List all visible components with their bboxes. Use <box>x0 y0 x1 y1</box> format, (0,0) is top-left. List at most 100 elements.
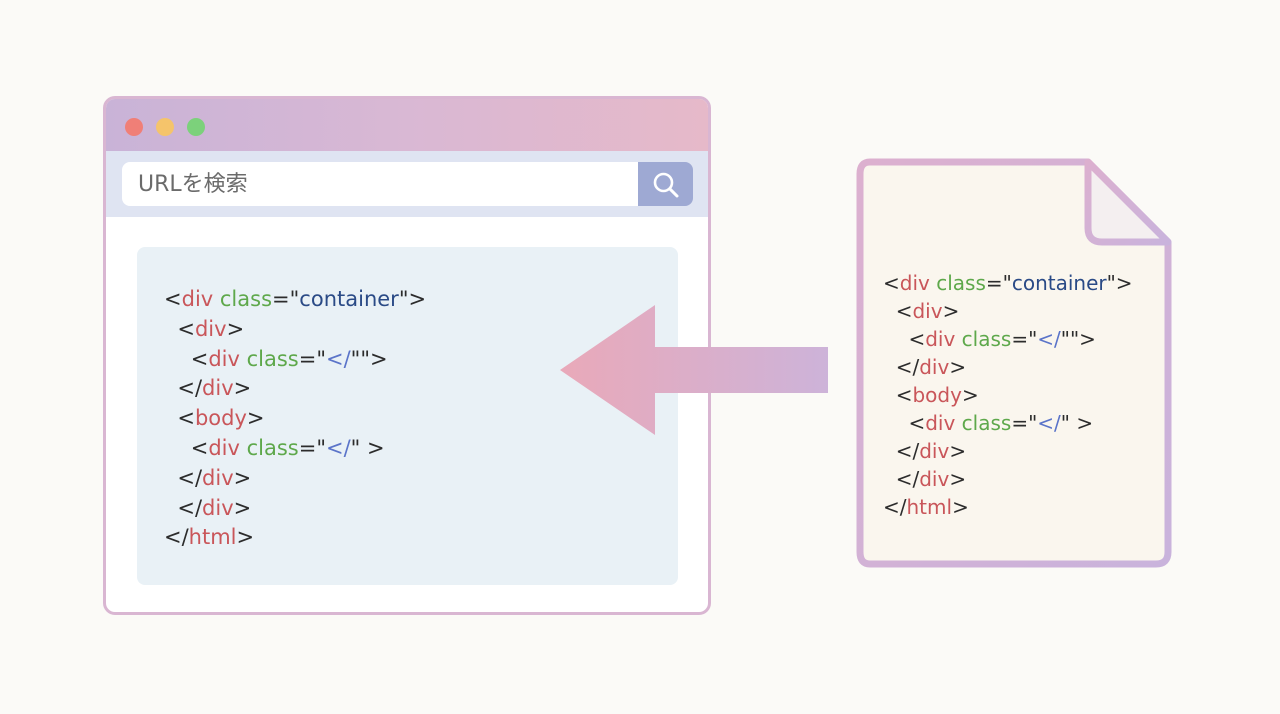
code-token: div <box>912 299 943 323</box>
code-token: div <box>208 346 240 371</box>
code-token: class <box>246 346 299 371</box>
code-token: ""> <box>350 346 388 371</box>
browser-window <box>103 96 711 615</box>
code-token: " > <box>1060 411 1094 435</box>
browser-code-block: <div class="container"> <div> <div class… <box>164 285 426 553</box>
code-token: > <box>952 495 969 519</box>
code-token: </ <box>895 355 920 379</box>
code-token: </ <box>326 346 351 371</box>
code-token: > <box>233 376 252 401</box>
code-token: container <box>1011 271 1107 295</box>
code-line: <div class="</""> <box>883 325 1133 353</box>
browser-titlebar <box>106 99 708 151</box>
left-arrow-icon <box>560 305 828 435</box>
code-token: </ <box>164 525 189 550</box>
code-token: </ <box>895 439 920 463</box>
code-token <box>240 436 247 460</box>
code-token: class <box>961 411 1012 435</box>
code-line: </div> <box>164 374 426 404</box>
code-token: div <box>919 355 950 379</box>
code-token: < <box>895 299 913 323</box>
code-token: > <box>949 467 967 491</box>
code-line: </div> <box>164 464 426 494</box>
code-token: div <box>208 435 240 460</box>
code-indent <box>164 406 177 430</box>
html-document-icon <box>856 158 1172 568</box>
search-button[interactable] <box>638 162 693 206</box>
code-token <box>213 287 220 311</box>
code-token: < <box>190 346 209 371</box>
code-line: </html> <box>883 493 1133 521</box>
code-token: < <box>883 271 900 295</box>
code-token: =" <box>272 287 300 311</box>
search-icon <box>653 172 679 198</box>
code-line: <div class="container"> <box>883 269 1133 297</box>
code-token: body <box>194 406 247 431</box>
document-code-block: <div class="container"> <div> <div class… <box>883 269 1133 521</box>
code-token: > <box>961 383 979 407</box>
code-token: div <box>925 411 956 435</box>
code-indent <box>164 347 191 371</box>
code-token: div <box>899 271 930 295</box>
code-line: <div class="</""> <box>164 345 426 375</box>
code-token: =" <box>985 271 1012 295</box>
maximize-window-dot[interactable] <box>187 118 205 136</box>
code-indent <box>164 436 191 460</box>
code-token: </ <box>883 495 907 519</box>
code-indent <box>164 466 177 490</box>
code-indent <box>164 496 177 520</box>
code-token: div <box>202 465 234 490</box>
code-token: div <box>919 439 950 463</box>
code-token: > <box>233 465 252 490</box>
code-token: < <box>908 411 926 435</box>
code-line: </div> <box>883 437 1133 465</box>
code-token: > <box>226 316 245 341</box>
code-line: <div> <box>883 297 1133 325</box>
code-token: ""> <box>1060 327 1096 351</box>
code-line: </html> <box>164 523 426 553</box>
code-token: </ <box>177 465 203 490</box>
code-token: > <box>942 299 960 323</box>
code-token: </ <box>177 495 203 520</box>
address-bar <box>106 151 708 217</box>
code-token: > <box>949 439 967 463</box>
code-line: <div class="</" > <box>883 409 1133 437</box>
page-content-area <box>137 247 678 585</box>
code-token: class <box>246 435 299 460</box>
code-token: =" <box>298 435 326 460</box>
code-indent <box>883 467 896 491</box>
code-token: "> <box>398 287 427 311</box>
code-line: <div class="container"> <box>164 285 426 315</box>
code-line: </div> <box>883 353 1133 381</box>
code-token: < <box>908 327 926 351</box>
url-search-input[interactable] <box>122 162 638 206</box>
code-line: </div> <box>883 465 1133 493</box>
code-indent <box>164 376 177 400</box>
close-window-dot[interactable] <box>125 118 143 136</box>
code-token: < <box>177 316 195 341</box>
code-token: > <box>949 355 967 379</box>
code-token: </ <box>326 435 351 460</box>
code-token: =" <box>1011 327 1038 351</box>
code-token: html <box>188 525 237 550</box>
code-token: div <box>202 495 234 520</box>
code-indent <box>883 439 896 463</box>
code-token: div <box>202 376 234 401</box>
code-line: <body> <box>164 404 426 434</box>
code-indent <box>883 327 908 351</box>
code-token: < <box>177 406 195 431</box>
code-indent <box>883 299 896 323</box>
code-token: </ <box>1037 327 1061 351</box>
code-token: html <box>906 495 953 519</box>
minimize-window-dot[interactable] <box>156 118 174 136</box>
code-token: =" <box>1011 411 1038 435</box>
code-token: div <box>919 467 950 491</box>
code-token: div <box>194 316 227 341</box>
code-token: div <box>925 327 956 351</box>
code-token: </ <box>1037 411 1061 435</box>
code-token <box>240 347 247 371</box>
code-token: "> <box>1106 271 1133 295</box>
code-indent <box>883 411 908 435</box>
code-token: < <box>895 383 913 407</box>
